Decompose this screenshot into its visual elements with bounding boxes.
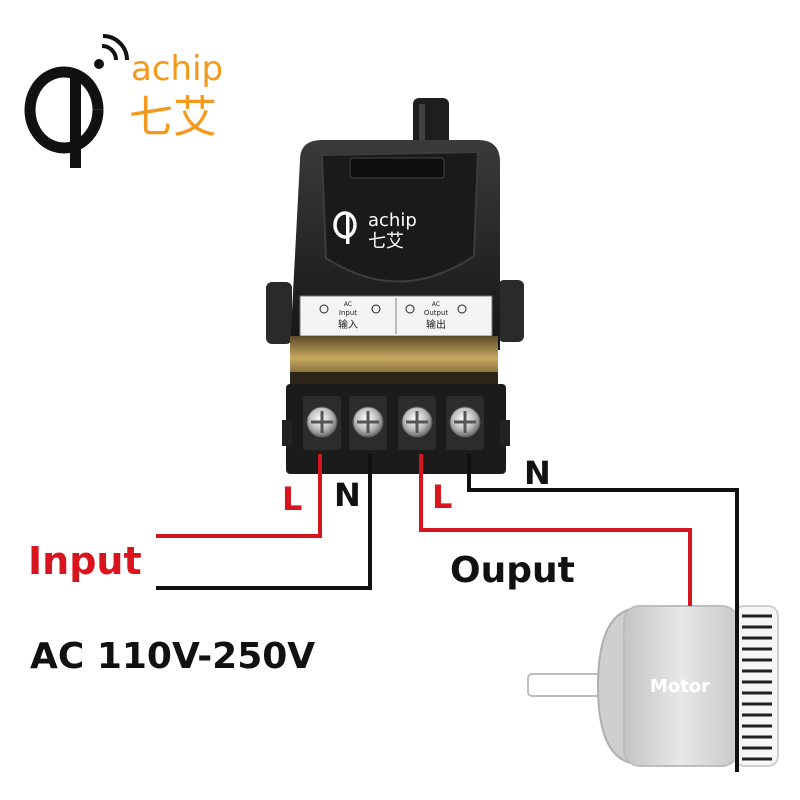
- motor-fins: [742, 614, 772, 761]
- svg-text:输出: 输出: [426, 318, 446, 331]
- svg-text:Output: Output: [424, 309, 449, 317]
- motor-label: Motor: [650, 676, 710, 697]
- device-logo: achip 七艾: [333, 210, 417, 252]
- motor-fan-housing: [733, 605, 779, 767]
- svg-text:achip: achip: [368, 210, 417, 231]
- label-output-neutral: N: [524, 454, 551, 492]
- logo-dot: [94, 59, 104, 69]
- wire-output-live: [419, 454, 692, 606]
- wire-output-neutral: [467, 454, 739, 772]
- logo-brand-text: achip: [131, 49, 223, 89]
- label-input-neutral: N: [334, 476, 361, 514]
- signal-wave-icon: [102, 34, 129, 61]
- device-cover: [320, 150, 480, 283]
- terminal-output-n: [446, 396, 484, 450]
- mount-tab-left: [266, 282, 292, 344]
- label-output-live: L: [432, 478, 453, 516]
- terminal-input-n: [349, 396, 387, 450]
- relay-module: achip 七艾 AC Input 输入 AC Output 输出: [266, 98, 524, 474]
- terminal-output-l: [398, 396, 436, 450]
- terminal-label-input: AC Input 输入: [319, 301, 381, 331]
- input-label: Input: [28, 539, 142, 583]
- signal-wave-icon: [101, 44, 118, 61]
- motor: Motor: [527, 605, 779, 767]
- voltage-label: AC 110V-250V: [30, 636, 316, 677]
- wire-input-neutral: [156, 454, 372, 590]
- led-window: [349, 157, 445, 179]
- svg-text:七艾: 七艾: [368, 231, 404, 252]
- logo-q-stem: [70, 72, 81, 168]
- svg-text:输入: 输入: [338, 318, 358, 331]
- svg-text:AC: AC: [344, 301, 352, 308]
- svg-text:AC: AC: [432, 301, 440, 308]
- label-input-live: L: [282, 480, 303, 518]
- svg-text:Input: Input: [339, 309, 357, 317]
- logo-chinese-text: 七艾: [129, 92, 217, 143]
- mount-tab-right: [498, 280, 524, 342]
- terminal-input-l: [303, 396, 341, 450]
- output-label: Ouput: [450, 550, 575, 591]
- wires: [156, 454, 739, 772]
- brand-logo: achip 七艾: [24, 34, 223, 168]
- wire-input-live: [156, 454, 322, 538]
- terminal-label-output: AC Output 输出: [405, 301, 467, 331]
- logo-q-ring: [24, 66, 104, 154]
